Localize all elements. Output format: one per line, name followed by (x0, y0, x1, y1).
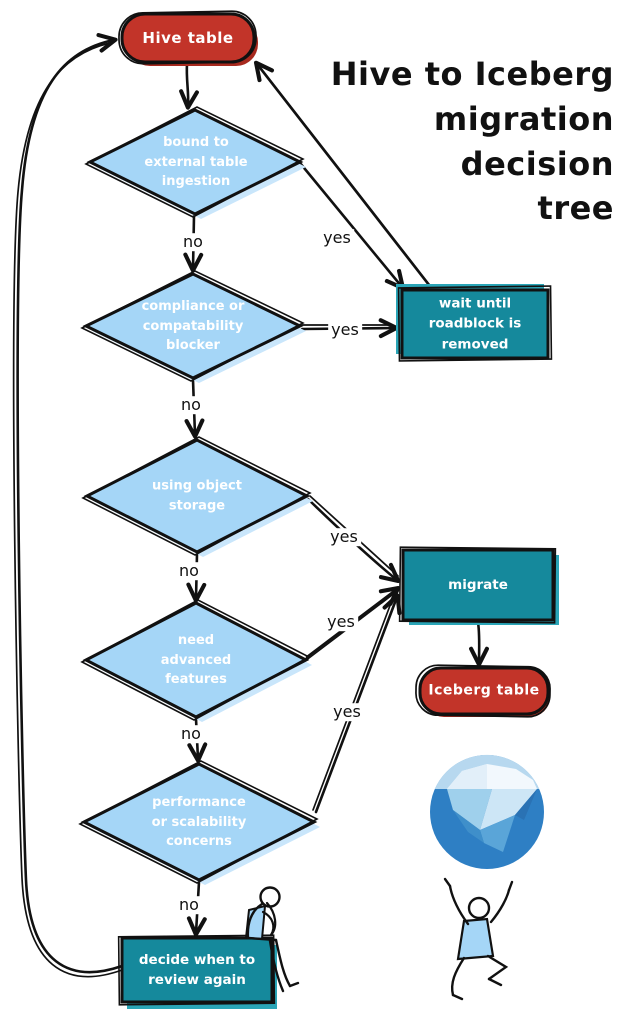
thinking-person-figure (244, 886, 300, 993)
edge-label-d2-yes: yes (328, 321, 362, 339)
edge-label-d1-yes: yes (320, 229, 354, 247)
decision-d1-shape (84, 106, 306, 219)
edge-migrate-to-iceberg (469, 620, 489, 667)
decision-d2-shape (80, 270, 306, 383)
decision-d4-shape (80, 599, 312, 722)
edge-label-d1-no: no (180, 233, 206, 251)
iceberg-table-node-shape (415, 664, 551, 718)
diagram-title: Hive to Iceberg migration decision tree (330, 55, 614, 228)
edge-wait-to-hive (253, 60, 433, 289)
iceberg-logo (430, 754, 544, 869)
edge-label-d5-yes: yes (330, 703, 364, 721)
edge-label-d4-yes: yes (324, 613, 358, 631)
edge-label-d2-no: no (178, 396, 204, 414)
edge-hive-to-d1 (179, 62, 199, 110)
decision-d3-shape (81, 436, 313, 557)
wait-box-shape (396, 284, 553, 362)
decision-d5-shape (78, 760, 320, 885)
edge-d1-yes-to-wait (298, 161, 406, 291)
edge-label-d5-no: no (176, 896, 202, 914)
edge-label-d3-no: no (176, 562, 202, 580)
migrate-box-shape (398, 546, 559, 625)
edge-decide-to-hive-loop (12, 33, 124, 978)
hive-table-node-shape (118, 10, 258, 66)
decide-box-shape (117, 934, 277, 1009)
edge-label-d4-no: no (178, 725, 204, 743)
edge-label-d3-yes: yes (327, 528, 361, 546)
celebrating-person-figure (443, 877, 514, 1001)
